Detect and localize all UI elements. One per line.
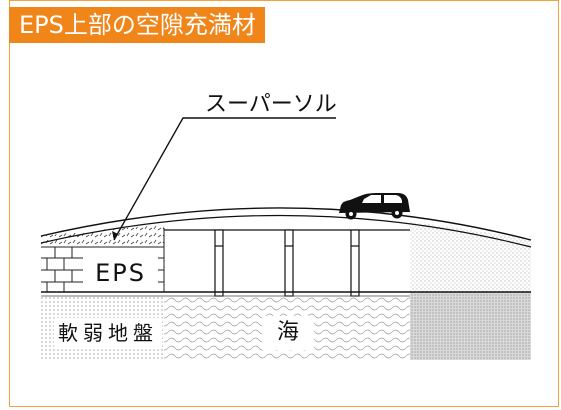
eps-label: EPS — [83, 256, 158, 290]
road-surface — [40, 207, 532, 241]
panel-frame — [9, 0, 559, 407]
callout-leader — [113, 117, 336, 241]
bridge-piers — [214, 229, 360, 297]
soft-ground-label: 軟弱地盤 — [54, 318, 162, 348]
eps-block — [41, 228, 165, 292]
super-sol-callout-label: スーパーソル — [205, 92, 337, 117]
super-sol-layer — [41, 225, 164, 247]
car-icon — [339, 193, 410, 220]
sea-label: 海 — [262, 316, 314, 350]
embankment-fill — [410, 222, 531, 292]
road-deck-underside — [40, 214, 532, 248]
page-title: EPS上部の空隙充満材 — [9, 7, 265, 43]
seabed-area — [410, 292, 531, 360]
